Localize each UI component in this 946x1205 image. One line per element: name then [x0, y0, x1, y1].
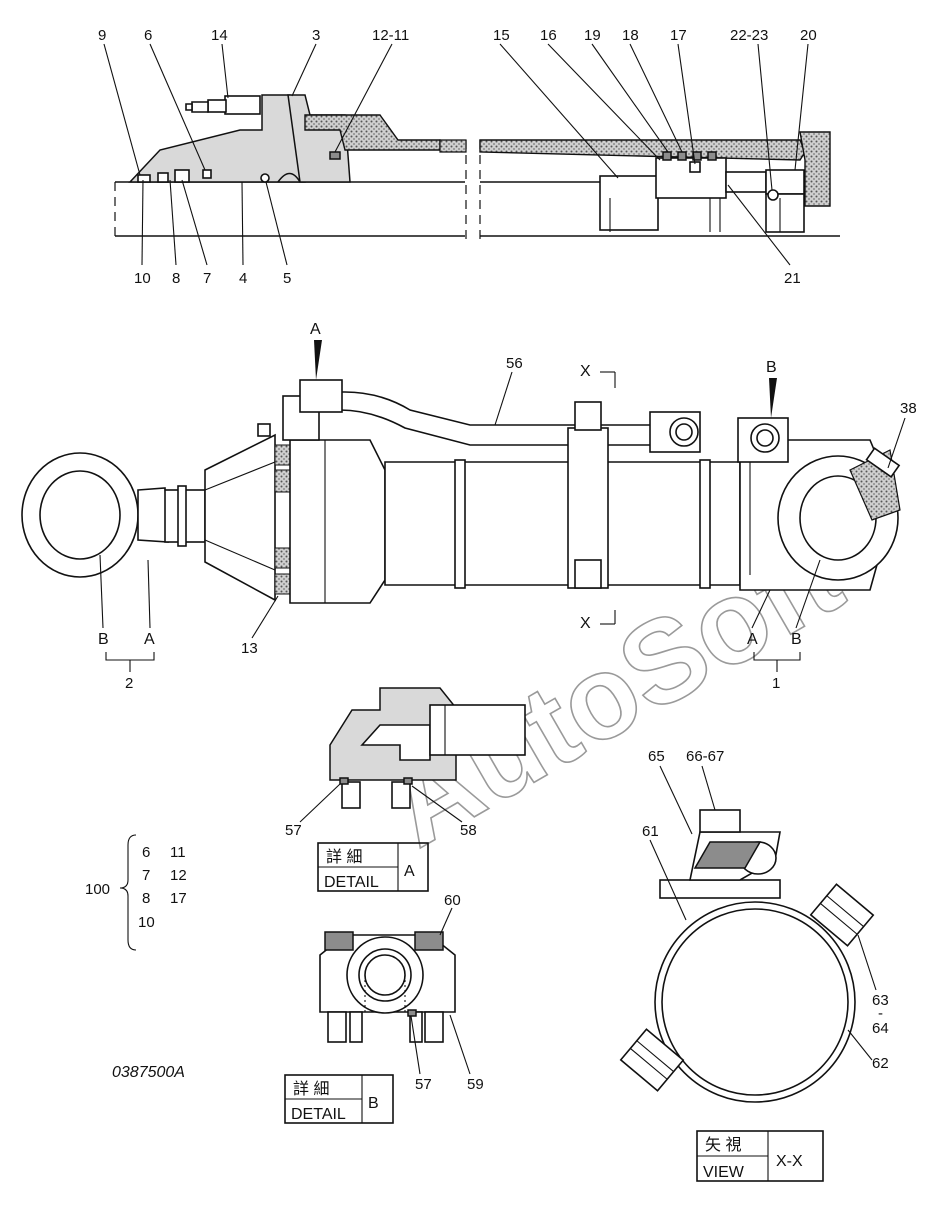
- kit-item: 7: [142, 867, 150, 884]
- callout-15: 15: [493, 27, 510, 44]
- view-x-x: 65 66-67 61 63 - 64 62 矢 視 VIEW X-X: [619, 748, 889, 1182]
- kit-item: 10: [138, 914, 155, 931]
- callout-38: 38: [900, 400, 917, 417]
- callout-6: 6: [144, 27, 152, 44]
- callout-59: 59: [467, 1076, 484, 1093]
- marker-a-left: A: [144, 631, 155, 648]
- callout-3: 3: [312, 27, 320, 44]
- cylinder-assembly: A B X X 56 38 13 B A 2 A B 1: [21, 321, 917, 692]
- callout-65: 65: [648, 748, 665, 765]
- callout-20: 20: [800, 27, 817, 44]
- detail-a-letter: A: [404, 863, 415, 880]
- callout-22-23: 22-23: [730, 27, 768, 44]
- detail-b-letter: B: [368, 1095, 379, 1112]
- callout-1: 1: [772, 675, 780, 692]
- callout-19: 19: [584, 27, 601, 44]
- callout-7: 7: [203, 270, 211, 287]
- seal-kit-100: 100 6 7 8 10 11 12 17: [85, 834, 187, 951]
- callout-57-detail-a: 57: [285, 822, 302, 839]
- callout-9: 9: [98, 27, 106, 44]
- marker-b-right: B: [791, 631, 802, 648]
- callout-21: 21: [784, 270, 801, 287]
- callout-56: 56: [506, 355, 523, 372]
- callout-12-11: 12-11: [372, 27, 409, 44]
- kit-item: 11: [170, 844, 186, 861]
- separator-63-64: -: [878, 1005, 883, 1022]
- detail-a-en: DETAIL: [324, 874, 379, 891]
- marker-b-top: B: [766, 359, 777, 376]
- callout-10: 10: [134, 270, 151, 287]
- kit-number: 100: [85, 881, 110, 898]
- callout-17: 17: [670, 27, 687, 44]
- callout-8: 8: [172, 270, 180, 287]
- marker-b-left: B: [98, 631, 109, 648]
- callout-58: 58: [460, 822, 477, 839]
- view-xx-en: VIEW: [703, 1164, 745, 1181]
- callout-4: 4: [239, 270, 247, 287]
- kit-item: 6: [142, 844, 150, 861]
- view-xx-jp: 矢 視: [705, 1136, 741, 1154]
- callout-5: 5: [283, 270, 291, 287]
- marker-x-bottom: X: [580, 615, 591, 632]
- callout-13: 13: [241, 640, 258, 657]
- callout-14: 14: [211, 27, 228, 44]
- detail-b: 60 57 59 詳 細 DETAIL B: [284, 892, 484, 1124]
- section-view: 9 6 14 3 12-11 15 16 19 18 17 22-23 20 1…: [98, 27, 840, 287]
- callout-66-67: 66-67: [686, 748, 724, 765]
- callout-60: 60: [444, 892, 461, 909]
- detail-a-jp: 詳 細: [326, 848, 362, 866]
- detail-b-en: DETAIL: [291, 1106, 346, 1123]
- callout-62: 62: [872, 1055, 889, 1072]
- detail-b-jp: 詳 細: [293, 1080, 329, 1098]
- kit-item: 17: [170, 890, 187, 907]
- drawing-code: 0387500A: [112, 1064, 185, 1081]
- callout-18: 18: [622, 27, 639, 44]
- marker-a-right: A: [747, 631, 758, 648]
- kit-item: 12: [170, 867, 187, 884]
- callout-61: 61: [642, 823, 659, 840]
- view-xx-letter: X-X: [776, 1153, 803, 1170]
- detail-a: 57 58 詳 細 DETAIL A: [285, 687, 526, 892]
- callout-16: 16: [540, 27, 557, 44]
- callout-57-detail-b: 57: [415, 1076, 432, 1093]
- callout-63: 63: [872, 992, 889, 1009]
- callout-64: 64: [872, 1020, 889, 1037]
- marker-a-top: A: [310, 321, 321, 338]
- callout-2: 2: [125, 675, 133, 692]
- marker-x-top: X: [580, 363, 591, 380]
- kit-item: 8: [142, 890, 150, 907]
